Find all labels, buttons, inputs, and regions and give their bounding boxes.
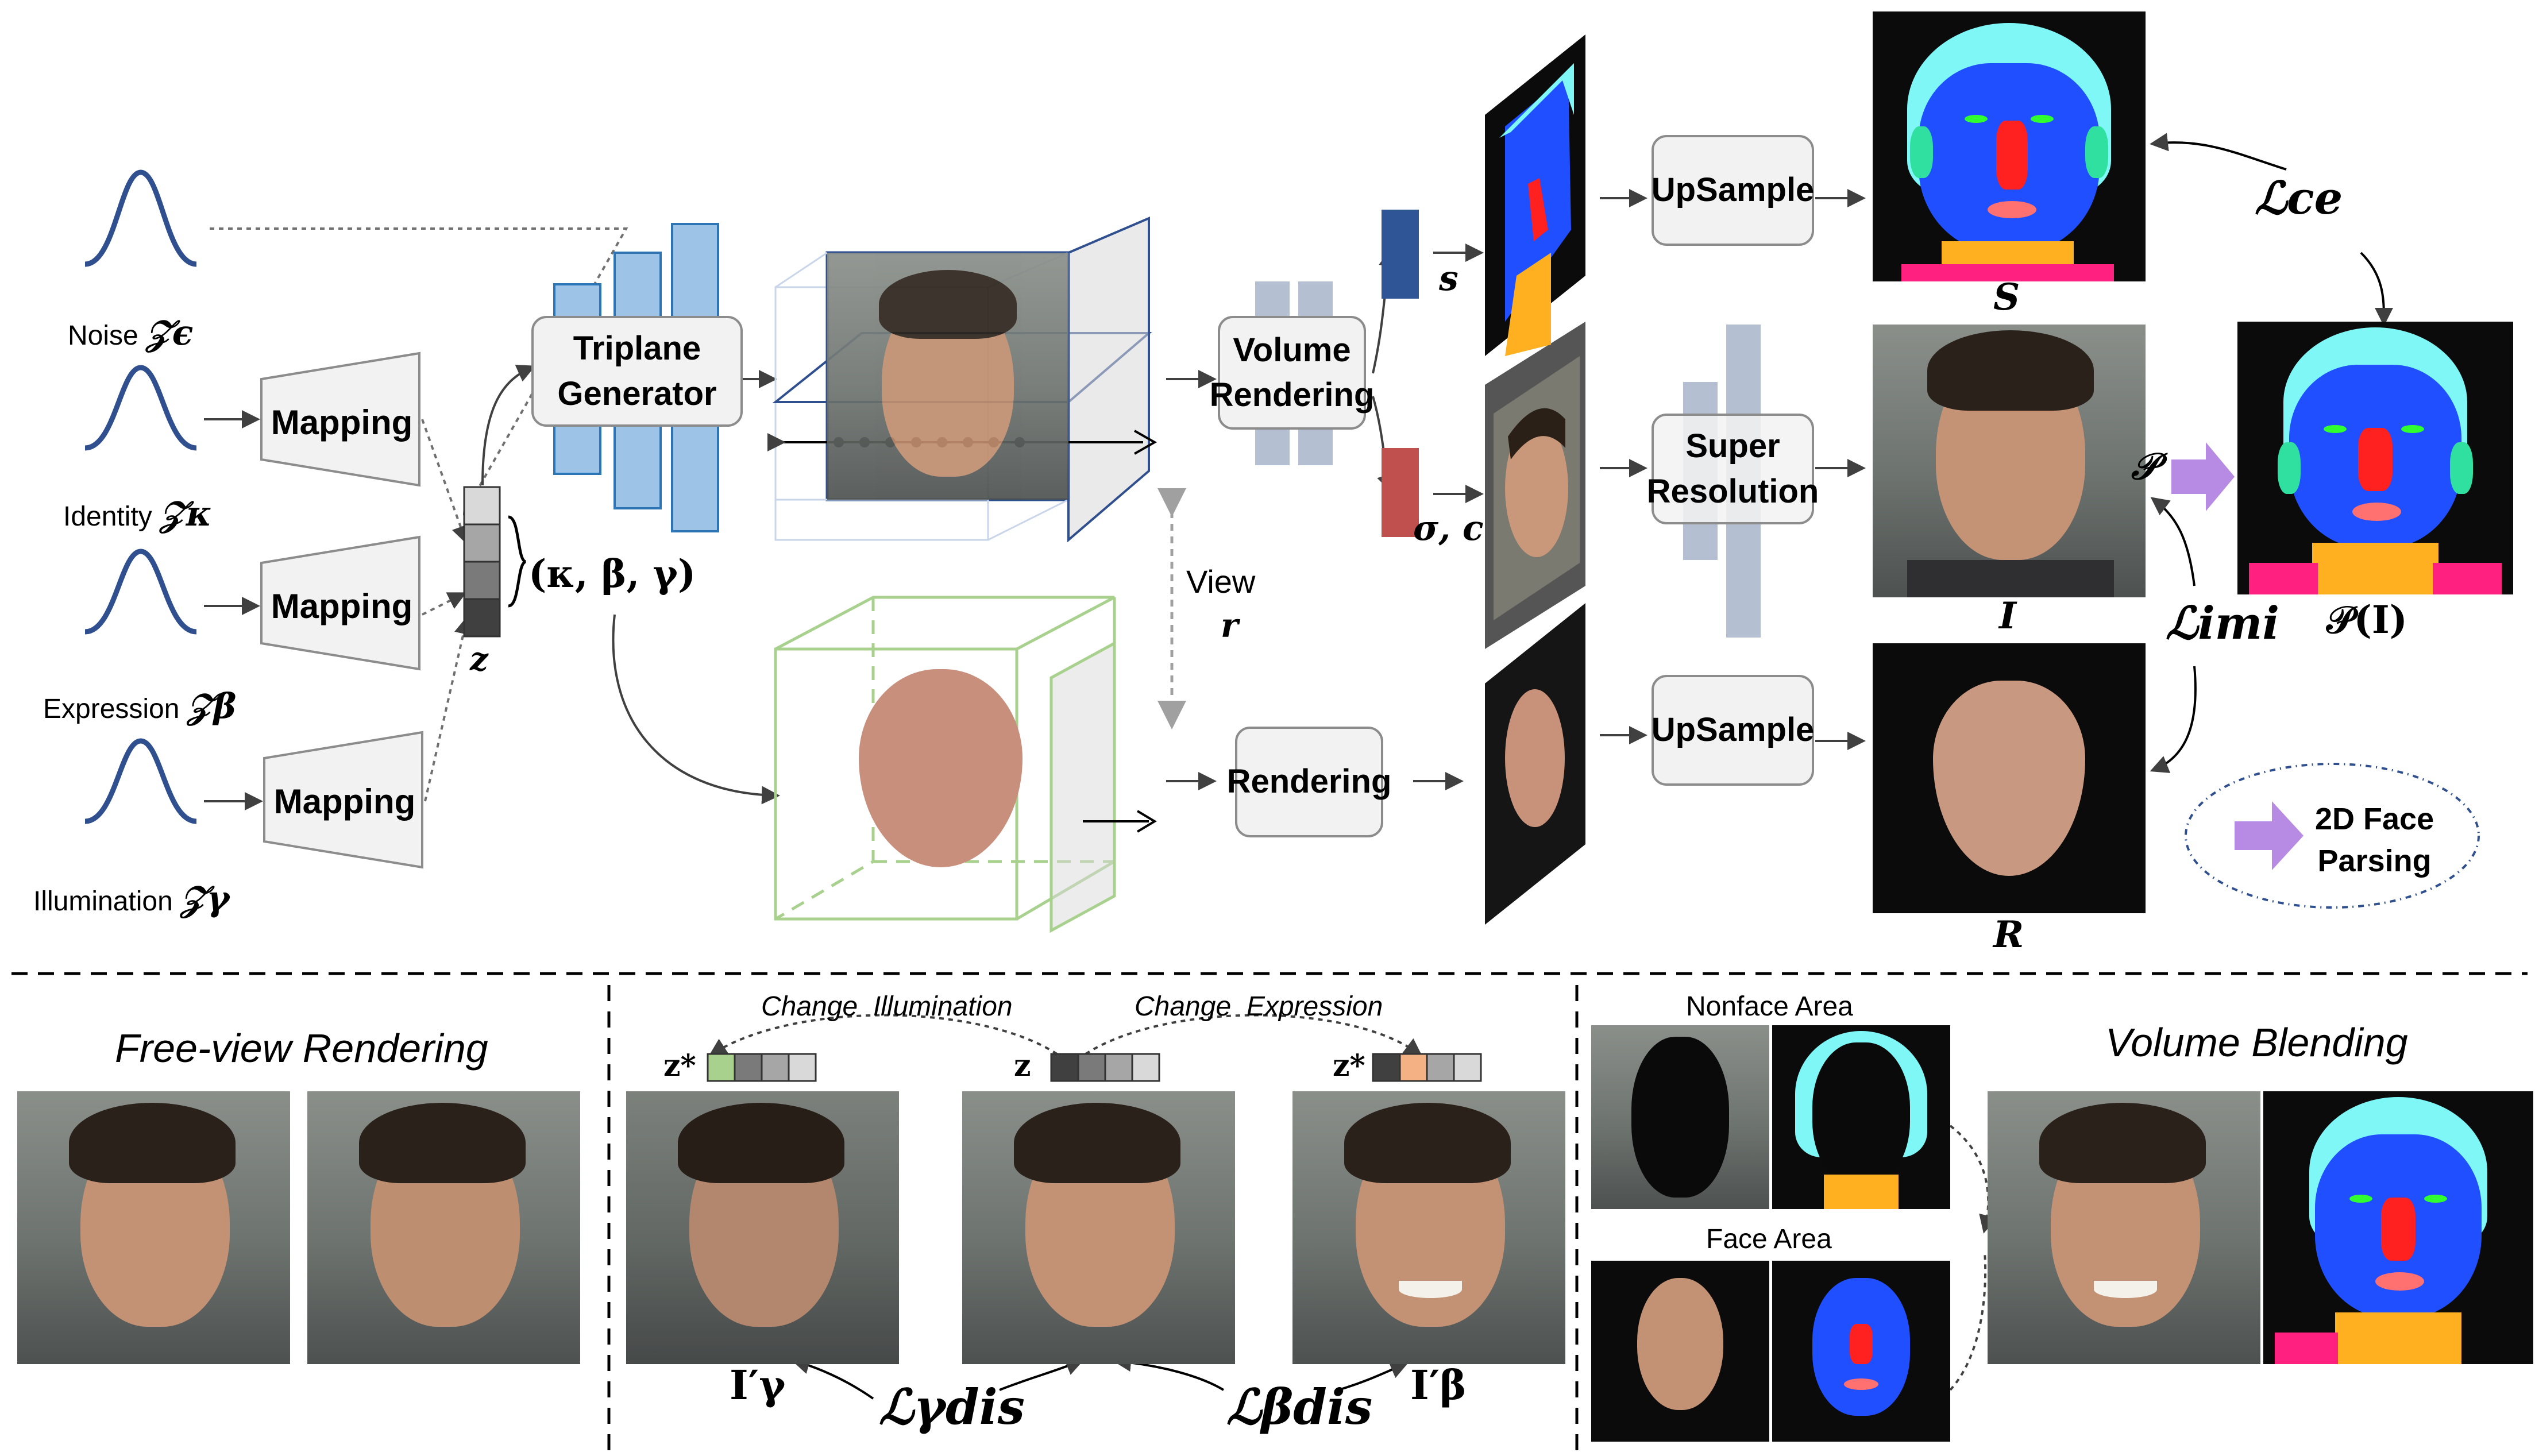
- change-illumination-label: Change Illumination: [761, 991, 1013, 1022]
- mapping-2-label: Mapping: [271, 586, 413, 625]
- s-lowres-parsing: [1499, 63, 1574, 356]
- upsample-box-bottom: UpSample: [1652, 675, 1814, 786]
- expression-symbol: 𝒵β: [187, 686, 237, 727]
- gaussian-noise-icon: [84, 169, 197, 267]
- mapping-shape-3: [263, 731, 423, 869]
- noise-label: Noise 𝒵ϵ: [68, 313, 194, 353]
- original-face-image: [962, 1091, 1235, 1364]
- L-ce-label: ℒce: [2255, 172, 2343, 225]
- triplane-generator-box: Triplane Generator: [531, 316, 743, 427]
- rendering-box: Rendering: [1227, 727, 1391, 837]
- noise-symbol: 𝒵ϵ: [146, 313, 194, 353]
- blended-face-image: [1988, 1091, 2260, 1364]
- output-i-face: [1873, 325, 2146, 597]
- face-parsing-legend-ellipse: [2185, 763, 2480, 909]
- S-label: S: [1993, 276, 2020, 319]
- illumination-label: Illumination 𝒵γ: [33, 879, 230, 919]
- i-lowres-face: [1494, 356, 1580, 620]
- super-resolution-box: Super Resolution: [1647, 414, 1819, 524]
- mapping-3-label: Mapping: [273, 782, 416, 821]
- noise-to-z-line: [210, 227, 628, 515]
- gaussian-expression-icon: [84, 549, 197, 635]
- output-s-parsing: [1873, 11, 2146, 281]
- free-view-title: Free-view Rendering: [115, 1026, 488, 1071]
- nonface-area-parsing: [1772, 1025, 1950, 1209]
- upsample-box-top: UpSample: [1652, 135, 1814, 246]
- free-view-image-2: [307, 1091, 580, 1364]
- z-label: z: [470, 640, 488, 678]
- illumination-changed-image: [626, 1091, 899, 1364]
- view-symbol: r: [1221, 606, 1238, 645]
- volume-blending-title: Volume Blending: [2105, 1020, 2408, 1065]
- gaussian-illumination-icon: [84, 738, 197, 824]
- face-area-label: Face Area: [1706, 1224, 1832, 1254]
- mapping-1-label: Mapping: [271, 403, 413, 442]
- z-bottom-label: z: [1014, 1048, 1031, 1083]
- I-beta-label: I′β: [1410, 1361, 1467, 1409]
- face-parsing-legend-arrow-icon: [2235, 801, 2304, 870]
- L-dis-beta-label: ℒβdis: [1226, 1378, 1373, 1435]
- gaussian-identity-icon: [84, 365, 197, 451]
- output-r-render: [1873, 643, 2146, 913]
- face-area-image: [1591, 1261, 1769, 1442]
- sigma-c-bar: [1382, 448, 1419, 537]
- z-star-beta-label: z*: [1333, 1048, 1365, 1083]
- P-symbol: 𝒫: [2131, 445, 2158, 488]
- z-star-gamma-label: z*: [663, 1048, 696, 1083]
- nonface-area-label: Nonface Area: [1686, 991, 1853, 1022]
- s-small-label: s: [1439, 258, 1459, 299]
- sigma-c-label: σ, c: [1413, 508, 1484, 549]
- nonface-area-image: [1591, 1025, 1769, 1209]
- mapping-shape-1: [260, 352, 420, 487]
- brace: [508, 515, 527, 608]
- L-imi-label: ℒimi: [2166, 597, 2279, 650]
- triplane-face-photo: [827, 253, 1068, 500]
- expression-changed-image: [1292, 1091, 1565, 1364]
- volume-rendering-box: Volume Rendering: [1210, 316, 1374, 430]
- face-parsing-legend-label: 2D Face Parsing: [2315, 802, 2434, 878]
- expression-label: Expression 𝒵β: [43, 686, 237, 727]
- view-label: View: [1186, 563, 1256, 600]
- I-gamma-label: I′γ: [730, 1361, 786, 1409]
- gaussian-curves: [84, 169, 197, 824]
- s-bar: [1382, 210, 1419, 299]
- identity-symbol: 𝒵κ: [160, 494, 212, 534]
- parsing-result-image: [2237, 322, 2513, 594]
- L-dis-gamma-label: ℒγdis: [879, 1378, 1025, 1435]
- parsing-arrow-icon: [2171, 442, 2235, 511]
- mapping-shape-2: [260, 535, 420, 671]
- blended-parsing-image: [2263, 1091, 2533, 1364]
- r-lowres-face: [1505, 689, 1565, 827]
- z-tuple-label: (κ, β, γ): [528, 551, 696, 596]
- P-of-I-label: 𝒫(I): [2326, 597, 2407, 642]
- change-expression-label: Change Expression: [1135, 991, 1383, 1022]
- mesh-face: [859, 669, 1023, 867]
- face-area-parsing: [1772, 1261, 1950, 1442]
- I-label: I: [1999, 594, 2016, 638]
- z-vector: [463, 486, 501, 638]
- illumination-symbol: 𝒵γ: [180, 879, 230, 919]
- z-star-beta-vector: [1372, 1053, 1482, 1082]
- free-view-image-1: [17, 1091, 290, 1364]
- mesh-cube: [774, 596, 1116, 933]
- z-star-gamma-vector: [707, 1053, 817, 1082]
- z-bottom-vector: [1050, 1053, 1160, 1082]
- identity-label: Identity 𝒵κ: [63, 494, 212, 534]
- R-label: R: [1993, 913, 2024, 956]
